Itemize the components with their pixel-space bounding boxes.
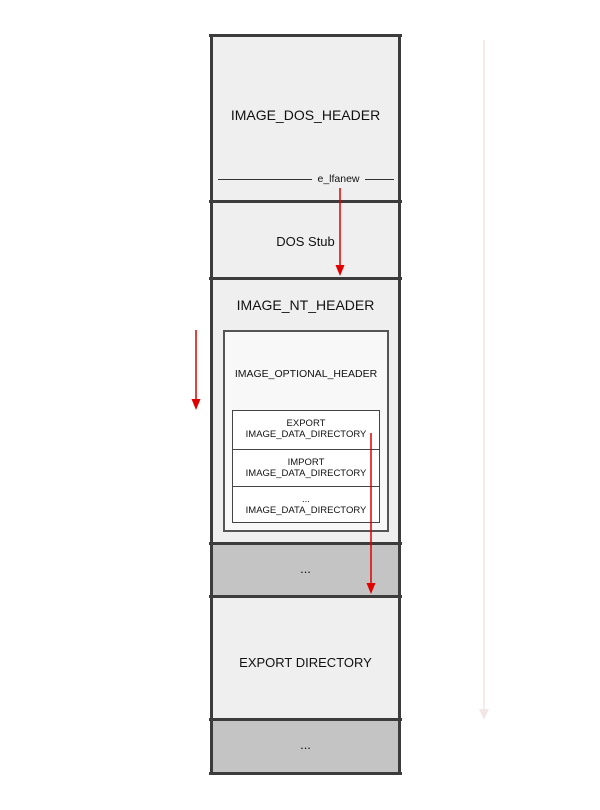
optional-header-label: IMAGE_OPTIONAL_HEADER [234, 368, 378, 380]
data-directory-type: IMAGE_DATA_DIRECTORY [245, 505, 367, 516]
e-lfanew-line-right [365, 179, 394, 180]
dos-header-block [210, 35, 401, 201]
gap-1-label: ... [300, 561, 311, 576]
data-directory-export: EXPORT IMAGE_DATA_DIRECTORY [233, 411, 379, 448]
export-directory-block [210, 596, 401, 719]
e-lfanew-label: e_lfanew [317, 173, 360, 185]
divider-export-directory [209, 595, 402, 598]
gap-block-2 [210, 719, 401, 773]
data-directory-type: IMAGE_DATA_DIRECTORY [245, 468, 367, 479]
bottom-border [209, 772, 402, 775]
data-directory-import: IMPORT IMAGE_DATA_DIRECTORY [233, 449, 379, 486]
divider-gap-1 [209, 542, 402, 545]
top-border [209, 34, 402, 37]
divider-dos-stub [209, 200, 402, 203]
data-directory-name: EXPORT [286, 418, 326, 429]
nt-header-label: IMAGE_NT_HEADER [236, 297, 375, 313]
export-directory-label: EXPORT DIRECTORY [239, 655, 372, 670]
data-directory-list: EXPORT IMAGE_DATA_DIRECTORY IMPORT IMAGE… [232, 410, 380, 523]
divider-nt-header [209, 277, 402, 280]
read-direction-arrow [191, 330, 201, 410]
faint-scroll-arrow [479, 40, 489, 720]
data-directory-name: ... [302, 494, 310, 505]
data-directory-type: IMAGE_DATA_DIRECTORY [245, 429, 367, 440]
export-directory-pointer-arrow [366, 433, 376, 594]
dos-stub-label: DOS Stub [276, 234, 335, 249]
dos-header-label: IMAGE_DOS_HEADER [230, 107, 381, 123]
divider-gap-2 [209, 718, 402, 721]
e-lfanew-line-left [218, 179, 312, 180]
data-directory-other: ... IMAGE_DATA_DIRECTORY [233, 486, 379, 523]
data-directory-name: IMPORT [287, 457, 325, 468]
dos-stub-block [210, 201, 401, 278]
gap-2-label: ... [300, 737, 311, 752]
e-lfanew-pointer-arrow [335, 188, 345, 276]
